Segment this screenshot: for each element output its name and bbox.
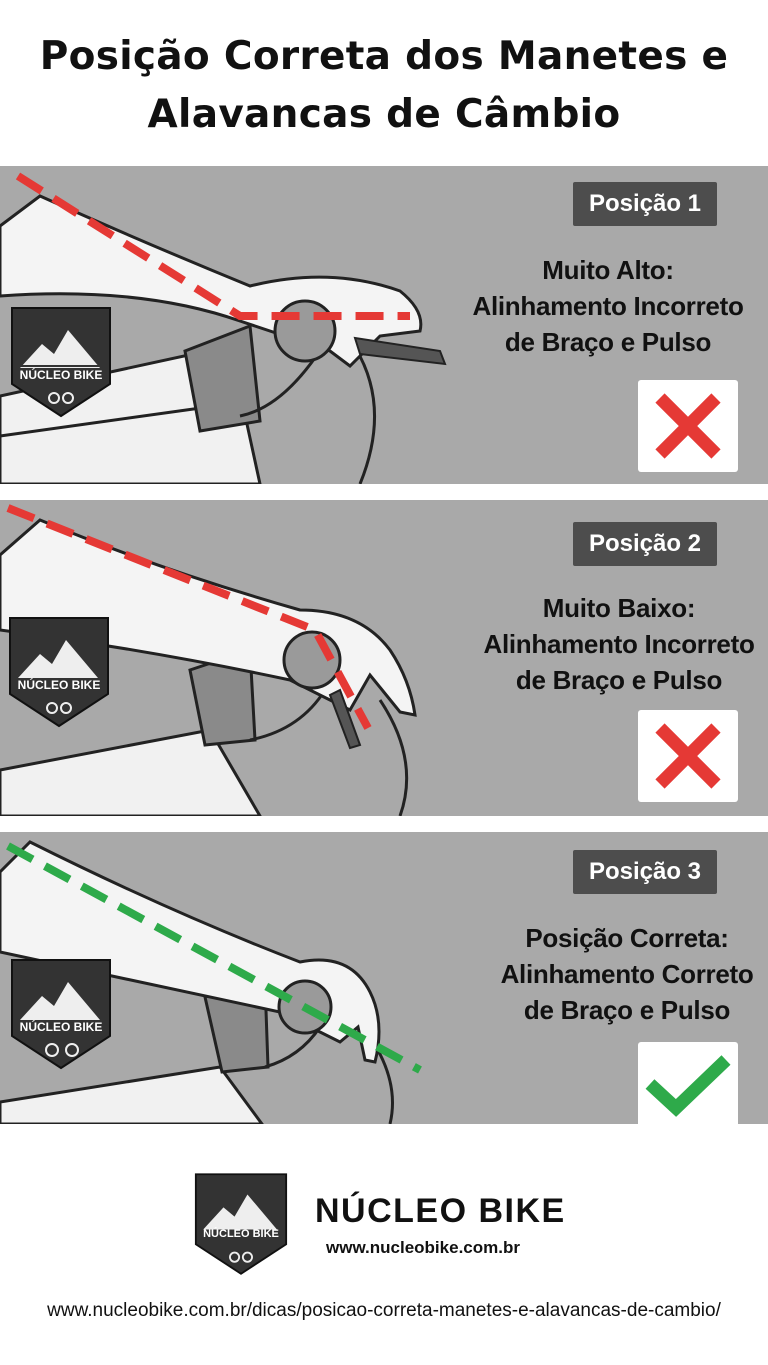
description-line-3: de Braço e Pulso: [515, 665, 723, 695]
footer-logo: NÚCLEO BIKE: [194, 1172, 288, 1280]
description-line-2: Alinhamento Incorreto: [483, 629, 755, 659]
logo-text: NÚCLEO BIKE: [203, 1228, 279, 1240]
page-title: Posição Correta dos Manetes e Alavancas …: [0, 28, 768, 144]
status-box-incorrect: [638, 710, 738, 802]
footer-article-url[interactable]: www.nucleobike.com.br/dicas/posicao-corr…: [47, 1300, 721, 1321]
description-line-1: Muito Alto:: [542, 255, 674, 285]
panel-position-1: NÚCLEO BIKE Posição 1 Muito Alto: Alinha…: [0, 166, 768, 484]
illustration-arm-correct: [0, 840, 422, 1124]
illustration-arm-too-high: [0, 172, 447, 484]
brand-logo: NÚCLEO BIKE: [10, 306, 112, 422]
footer-site-link[interactable]: www.nucleobike.com.br: [326, 1238, 520, 1257]
logo-text: NÚCLEO BIKE: [17, 678, 101, 692]
position-badge: Posição 2: [573, 522, 717, 566]
alignment-line: [6, 842, 422, 1074]
position-badge: Posição 3: [573, 850, 717, 894]
description-line-1: Posição Correta:: [525, 923, 729, 953]
cross-icon: [655, 723, 721, 789]
logo-text: NÚCLEO BIKE: [19, 1020, 103, 1034]
position-badge: Posição 1: [573, 182, 717, 226]
description-line-2: Alinhamento Correto: [500, 959, 754, 989]
alignment-line: [6, 504, 372, 730]
check-icon: [645, 1055, 731, 1117]
cross-icon: [655, 393, 721, 459]
position-description: Posição Correta: Alinhamento Correto de …: [486, 920, 768, 1028]
illustration-arm-too-low: [0, 504, 417, 816]
panel-position-3: NÚCLEO BIKE Posição 3 Posição Correta: A…: [0, 832, 768, 1124]
title-line-1: Posição Correta dos Manetes e: [39, 34, 729, 79]
title-line-2: Alavancas de Câmbio: [147, 92, 621, 137]
description-line-1: Muito Baixo:: [542, 593, 696, 623]
status-box-correct: [638, 1042, 738, 1124]
footer-brand-name: NÚCLEO BIKE: [315, 1192, 566, 1230]
alignment-line: [15, 172, 410, 320]
position-description: Muito Baixo: Alinhamento Incorreto de Br…: [470, 590, 768, 698]
logo-text: NÚCLEO BIKE: [19, 368, 103, 382]
panel-position-2: NÚCLEO BIKE Posição 2 Muito Baixo: Alinh…: [0, 500, 768, 816]
description-line-3: de Braço e Pulso: [504, 327, 712, 357]
position-description: Muito Alto: Alinhamento Incorreto de Bra…: [460, 252, 756, 360]
status-box-incorrect: [638, 380, 738, 472]
description-line-2: Alinhamento Incorreto: [472, 291, 744, 321]
description-line-3: de Braço e Pulso: [523, 995, 731, 1025]
brand-logo: NÚCLEO BIKE: [8, 616, 110, 732]
brand-logo: NÚCLEO BIKE: [10, 958, 112, 1074]
